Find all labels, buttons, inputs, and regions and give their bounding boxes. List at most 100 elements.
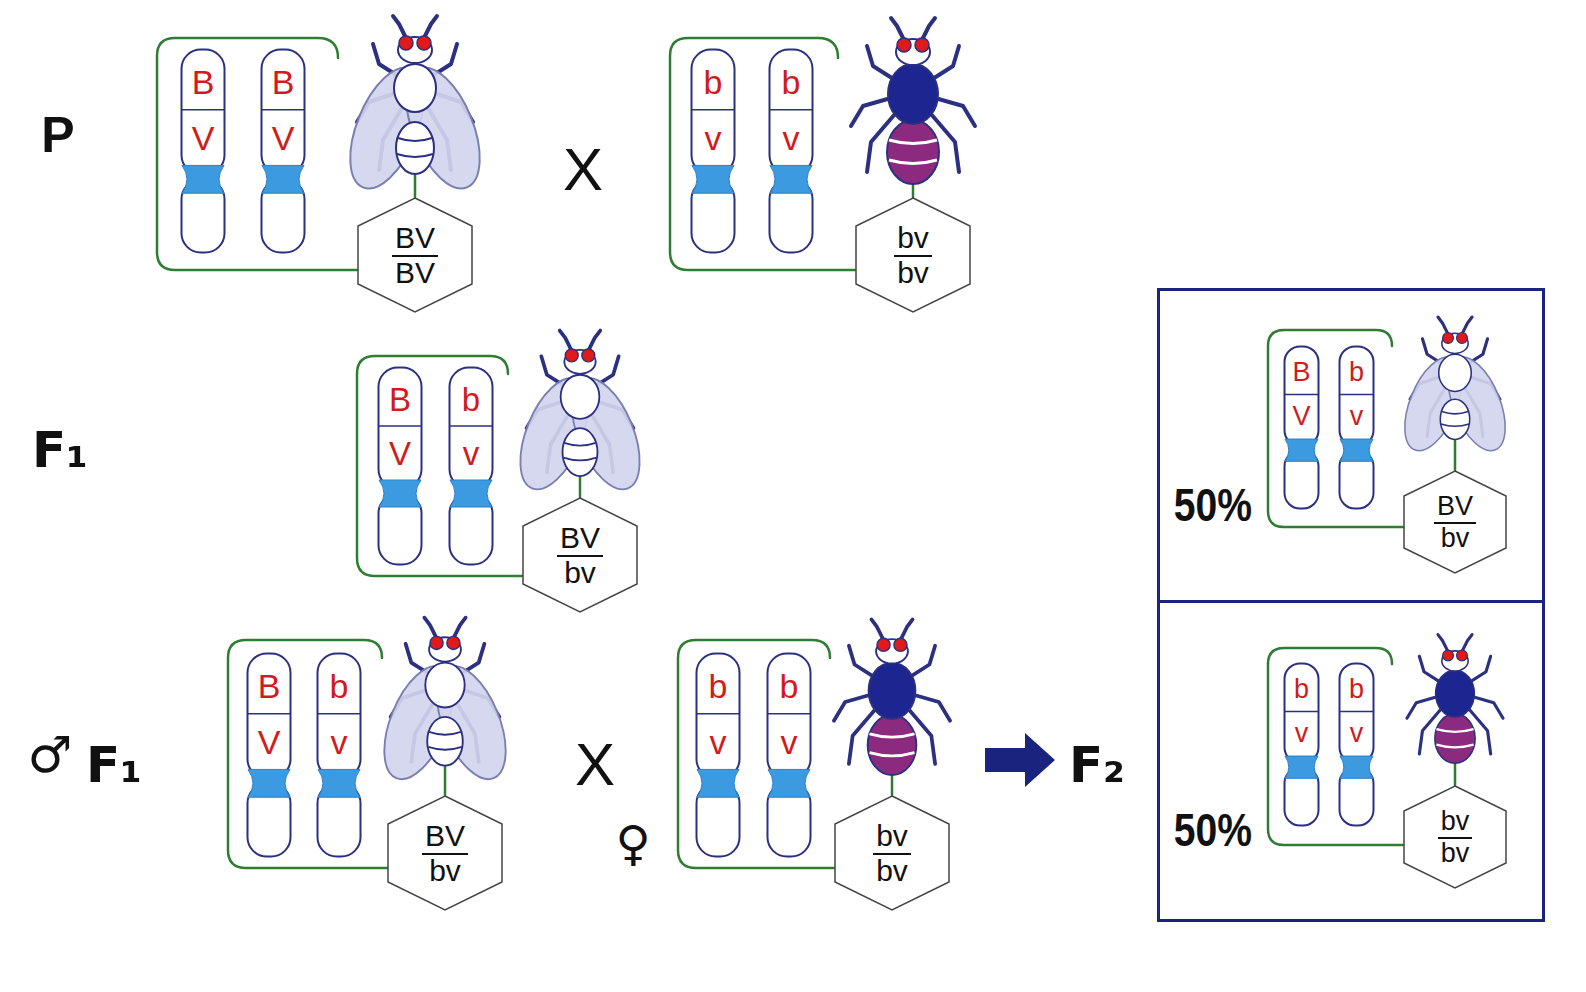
allele-letter: v — [766, 725, 812, 759]
allele-letter: b — [1283, 676, 1320, 703]
bracket — [357, 356, 522, 576]
allele-letter: v — [316, 725, 362, 759]
locus-divider — [248, 713, 290, 715]
centromere — [1340, 756, 1373, 778]
fly-stem — [444, 766, 447, 795]
allele-letter: b — [316, 669, 362, 703]
allele-letter: b — [448, 383, 494, 416]
sex-symbol: ♂ — [28, 730, 73, 780]
allele-letter: v — [1283, 720, 1320, 747]
mutant-fly — [1407, 635, 1503, 764]
generation-label: P — [41, 110, 74, 160]
centromere — [248, 769, 290, 797]
fly-stem — [1454, 440, 1457, 470]
centromere — [697, 769, 739, 797]
centromere — [379, 480, 421, 507]
locus-divider — [450, 425, 492, 427]
bracket — [1268, 330, 1403, 527]
centromere — [1285, 756, 1318, 778]
allele-letter: V — [180, 121, 226, 155]
centromere — [768, 769, 810, 797]
allele-letter: V — [1283, 403, 1320, 430]
allele-letter: b — [690, 65, 736, 99]
hexagon-outline — [1404, 786, 1506, 888]
chromosome: BV — [1283, 345, 1320, 510]
block-arrow — [985, 733, 1055, 787]
genotype-text: BV — [392, 257, 438, 289]
hexagon-outline — [358, 198, 472, 312]
allele-letter: B — [246, 669, 292, 703]
chromosome: bv — [695, 652, 741, 858]
genotype-fraction: bvbv — [1403, 785, 1507, 889]
genotype-text: bv — [873, 855, 911, 887]
fly-stem — [1454, 764, 1457, 785]
allele-letter: b — [766, 669, 812, 703]
locus-divider — [697, 713, 739, 715]
cross-symbol: X — [575, 735, 615, 795]
offspring-panel: 50%BVbvBVbv — [1157, 288, 1545, 603]
bracket — [1268, 648, 1403, 845]
genotype-fraction: BVbv — [1403, 470, 1507, 574]
fly-stem — [579, 476, 582, 497]
locus-divider — [692, 109, 734, 111]
fly-stem — [891, 775, 894, 795]
allele-letter: B — [1283, 359, 1320, 386]
locus-divider — [768, 713, 810, 715]
genotype-box: bvbv — [855, 197, 971, 313]
locus-divider — [770, 109, 812, 111]
centromere — [1340, 439, 1373, 461]
allele-letter: B — [260, 65, 306, 99]
centromere — [770, 165, 812, 193]
fly-stem — [912, 184, 915, 197]
genotype-fraction: bvbv — [834, 795, 950, 911]
genotype-box: bvbv — [834, 795, 950, 911]
generation-label: F₂ — [1069, 740, 1125, 790]
genotype-fraction: bvbv — [855, 197, 971, 313]
genotype-text: bv — [561, 557, 599, 589]
centromere — [692, 165, 734, 193]
chromosome: bv — [766, 652, 812, 858]
allele-letter: b — [1338, 676, 1375, 703]
bracket — [157, 38, 357, 270]
locus-divider — [318, 713, 360, 715]
genotype-text: bv — [1438, 524, 1473, 552]
genotype-box: BVbv — [387, 795, 503, 911]
hexagon-outline — [835, 796, 949, 910]
sex-symbol: ♀ — [615, 819, 650, 867]
chromosome: bv — [1338, 345, 1375, 510]
locus-divider — [1285, 711, 1318, 713]
hexagon-outline — [388, 796, 502, 910]
chromosome: bv — [1338, 662, 1375, 827]
genotype-box: BVbv — [1403, 470, 1507, 574]
allele-letter: b — [695, 669, 741, 703]
generation-label: F₁ — [86, 740, 142, 790]
chromosome: BV — [246, 652, 292, 858]
genotype-box: bvbv — [1403, 785, 1507, 889]
fly-stem — [414, 174, 417, 197]
allele-letter: B — [377, 383, 423, 416]
bracket — [678, 640, 834, 868]
genotype-text: bv — [426, 855, 464, 887]
allele-letter: v — [768, 121, 814, 155]
generation-label: F₁ — [32, 425, 88, 475]
chromosome: bv — [448, 366, 494, 566]
hexagon-outline — [523, 498, 637, 612]
chromosome: BV — [180, 48, 226, 254]
genotype-fraction: BVBV — [357, 197, 473, 313]
wild-fly — [1393, 317, 1517, 458]
mutant-fly — [851, 18, 975, 184]
percentage-label: 50% — [1174, 807, 1252, 853]
allele-letter: b — [768, 65, 814, 99]
allele-letter: v — [1338, 720, 1375, 747]
centromere — [450, 480, 492, 507]
allele-letter: B — [180, 65, 226, 99]
allele-letter: v — [448, 437, 494, 470]
locus-divider — [182, 109, 224, 111]
allele-letter: v — [690, 121, 736, 155]
allele-letter: V — [260, 121, 306, 155]
genotype-text: BV — [392, 222, 438, 257]
hexagon-outline — [856, 198, 970, 312]
percentage-label: 50% — [1174, 482, 1252, 528]
locus-divider — [1285, 394, 1318, 396]
